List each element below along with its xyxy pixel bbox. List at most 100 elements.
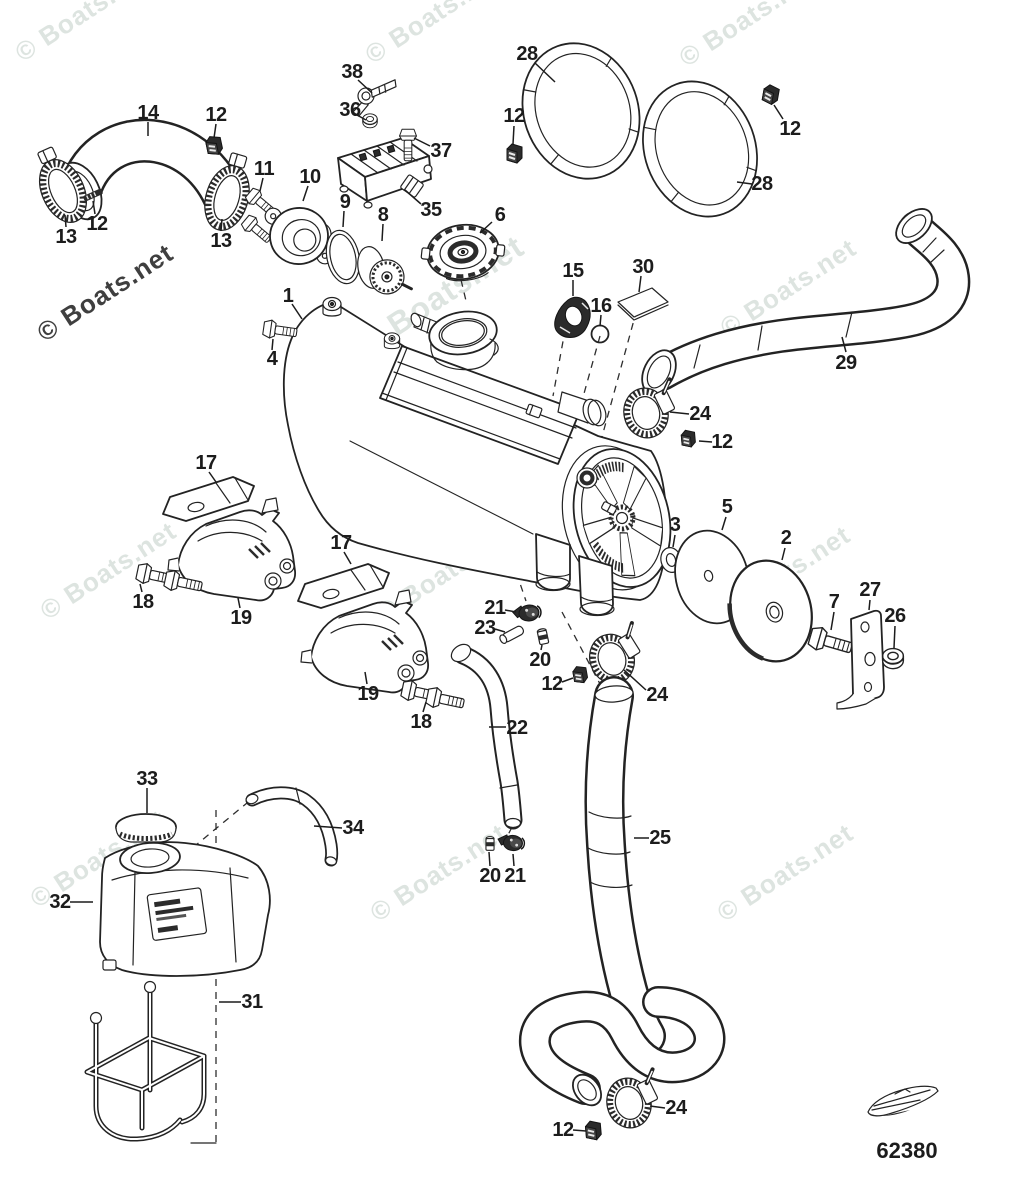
- callout-leader: [259, 177, 264, 192]
- callout-14: 14: [137, 102, 160, 124]
- callout-20: 20: [529, 649, 551, 671]
- callout-3: 3: [670, 514, 681, 536]
- callout-23: 23: [474, 617, 496, 639]
- callout-leader: [672, 534, 676, 548]
- part-12-retainer-clip: [760, 82, 781, 107]
- part-10-thermostat-housing-flange: [264, 207, 334, 265]
- callout-leader: [139, 583, 143, 593]
- part-6-pressure-cap: [420, 223, 506, 282]
- callout-12: 12: [503, 105, 525, 127]
- callout-8: 8: [378, 204, 389, 226]
- part-23-sleeve: [499, 625, 525, 644]
- callout-6: 6: [495, 204, 506, 226]
- callout-12: 12: [86, 213, 108, 235]
- watermark-text: © Boats.net: [360, 0, 507, 69]
- callout-leader: [313, 825, 343, 829]
- part-34-hose: [245, 786, 339, 867]
- callout-leader: [342, 210, 345, 228]
- callout-leader: [698, 440, 713, 443]
- boats-logo: [867, 1085, 939, 1117]
- callout-17: 17: [330, 532, 352, 554]
- callout-7: 7: [829, 591, 840, 613]
- callout-12: 12: [552, 1119, 574, 1141]
- part-25-hose-loop: [518, 986, 726, 1107]
- callout-leader: [512, 125, 515, 145]
- part-24-hose-clamp: [618, 379, 682, 442]
- callout-9: 9: [340, 191, 351, 213]
- callout-leader: [649, 1105, 666, 1109]
- part-22-hose: [450, 643, 523, 830]
- part-12-retainer-clip: [584, 1119, 603, 1142]
- callout-22: 22: [506, 717, 528, 739]
- callout-leader: [208, 471, 217, 483]
- callout-leader: [561, 677, 574, 683]
- callout-leader: [237, 597, 241, 609]
- callout-24: 24: [646, 684, 669, 706]
- part-38-fitting: [352, 79, 397, 117]
- callout-20: 20: [479, 865, 501, 887]
- drawing-number: 62380: [876, 1138, 937, 1163]
- part-20-fitting: [536, 627, 550, 646]
- callout-leader: [488, 851, 491, 867]
- part-21-temperature-sender: [511, 602, 543, 624]
- callout-25: 25: [649, 827, 671, 849]
- part-1-heat-exchanger-tank: [282, 296, 672, 617]
- callout-leader: [64, 214, 67, 228]
- callout-leader: [638, 275, 642, 293]
- callout-18: 18: [132, 591, 154, 613]
- callout-17: 17: [195, 452, 217, 474]
- callout-leader: [773, 104, 784, 120]
- callout-12: 12: [205, 104, 227, 126]
- callout-leader: [422, 701, 427, 713]
- callout-leader: [364, 671, 368, 685]
- callout-13: 13: [210, 230, 232, 252]
- callout-5: 5: [722, 496, 733, 518]
- part-27-bracket: [836, 609, 885, 710]
- callout-28: 28: [516, 43, 538, 65]
- watermark-text: © Boats.net: [674, 0, 821, 72]
- callout-leader: [781, 547, 786, 561]
- callout-12: 12: [779, 118, 801, 140]
- part-12-retainer-clip: [679, 428, 697, 449]
- callout-leader: [381, 223, 384, 242]
- callout-11: 11: [254, 158, 275, 180]
- callout-28: 28: [751, 173, 773, 195]
- part-2-anode-disc: [727, 559, 813, 663]
- callout-34: 34: [342, 817, 365, 839]
- callout-leader: [512, 853, 515, 867]
- callout-13: 13: [55, 226, 77, 248]
- callout-leader: [868, 599, 871, 611]
- part-28-ring: [623, 64, 777, 234]
- callout-leader: [721, 516, 727, 531]
- callout-leader: [291, 303, 303, 320]
- callout-24: 24: [665, 1097, 688, 1119]
- diagram-line-art: [26, 25, 971, 1147]
- callout-leader: [302, 185, 309, 202]
- callout-leader: [572, 1129, 587, 1132]
- callout-leader: [841, 336, 847, 353]
- callout-10: 10: [299, 166, 321, 188]
- watermark-text: © Boats.net: [712, 817, 859, 927]
- callout-31: 31: [241, 991, 263, 1013]
- part-25-exhaust-tube: [584, 676, 666, 1056]
- callout-19: 19: [230, 607, 252, 629]
- callout-leader: [736, 181, 753, 185]
- part-36-nut: [362, 113, 378, 129]
- part-16-o-ring: [590, 324, 610, 344]
- callout-leader: [893, 625, 896, 649]
- callout-leader: [479, 221, 493, 234]
- part-31-wire-bracket: [84, 980, 207, 1142]
- callout-leader: [92, 200, 96, 215]
- callout-1: 1: [283, 285, 294, 307]
- callout-leader: [494, 628, 506, 633]
- part-18-bolt: [424, 685, 467, 714]
- part-26-nut: [881, 647, 905, 670]
- callout-2: 2: [781, 527, 792, 549]
- part-12-retainer-clip: [506, 143, 523, 164]
- callout-leader: [271, 338, 274, 351]
- callout-15: 15: [562, 260, 584, 282]
- callout-leader: [623, 669, 647, 691]
- callout-leader: [213, 123, 217, 139]
